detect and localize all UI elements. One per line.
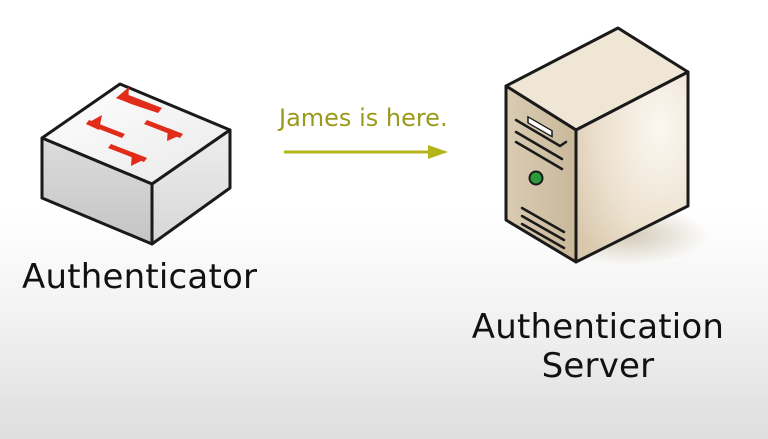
- server-label-line2: Server: [541, 346, 655, 387]
- message-arrow: [284, 145, 448, 159]
- message-label: James is here.: [279, 104, 448, 132]
- switch-arrows: [86, 87, 183, 166]
- power-led: [528, 170, 544, 186]
- authentication-server-label: Authentication Server: [462, 307, 734, 387]
- server-tower-icon: [504, 26, 708, 265]
- network-switch-icon: [40, 82, 232, 246]
- server-label-line1: Authentication: [471, 307, 725, 347]
- authenticator-label: Authenticator: [22, 257, 258, 297]
- drive-slots: [514, 118, 568, 250]
